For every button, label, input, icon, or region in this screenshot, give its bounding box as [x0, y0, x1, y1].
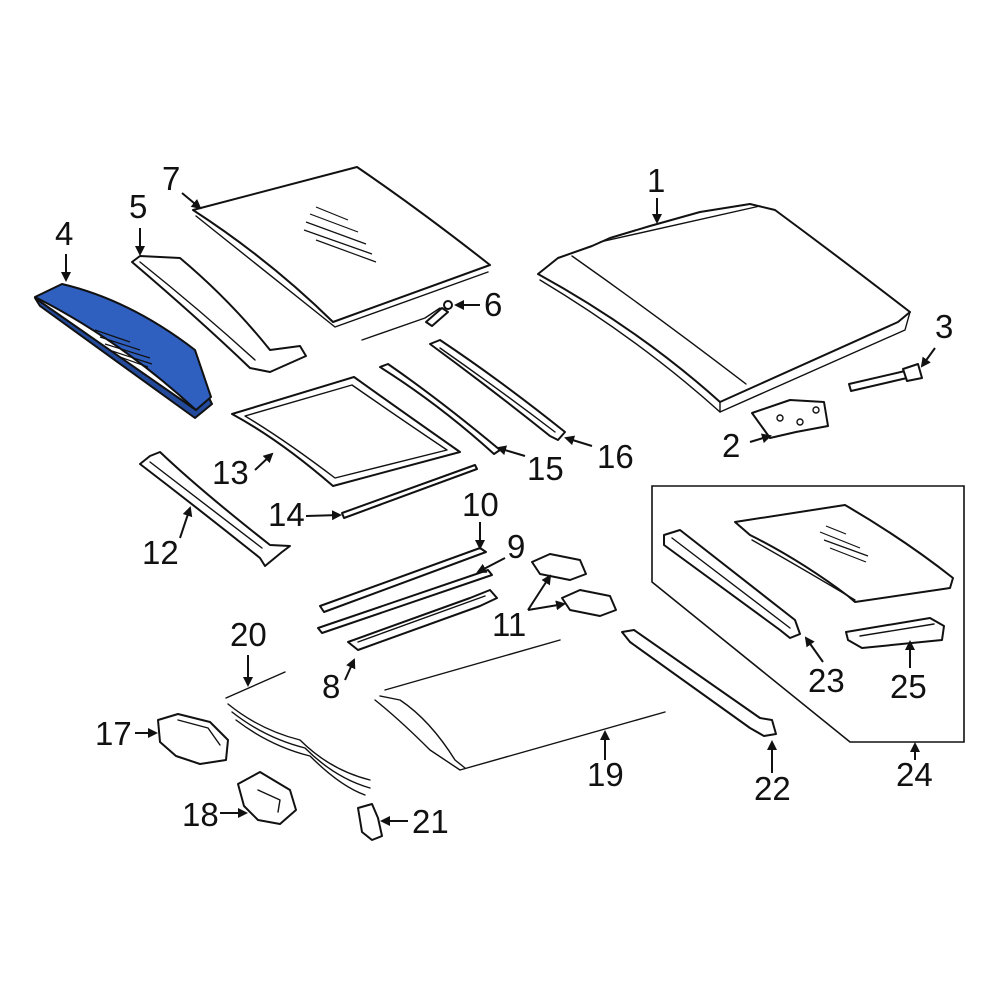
- callout-1[interactable]: 1: [647, 162, 665, 199]
- part-23-kit-rail[interactable]: [663, 529, 801, 639]
- callout-2[interactable]: 2: [722, 427, 740, 464]
- callout-23[interactable]: 23: [808, 662, 845, 699]
- callout-labels: 1 2 3 4 5 6 7 8 9 10 11 12 13 14 15 16 1…: [55, 160, 953, 840]
- part-4-highlighted[interactable]: [34, 283, 213, 419]
- part-1-roof-assembly[interactable]: [537, 203, 911, 413]
- callout-18[interactable]: 18: [182, 796, 219, 833]
- callout-25[interactable]: 25: [890, 668, 927, 705]
- part-5-rear-trim[interactable]: [131, 255, 307, 373]
- part-11-bracket-lower[interactable]: [561, 589, 617, 617]
- callout-10[interactable]: 10: [462, 486, 499, 523]
- part-6-actuator-cable[interactable]: [361, 300, 453, 341]
- part-7-glass-roof[interactable]: [192, 166, 491, 328]
- part-17-motor[interactable]: [157, 713, 229, 765]
- callout-21[interactable]: 21: [412, 803, 449, 840]
- part-10-seal-strip[interactable]: [319, 547, 487, 613]
- callout-3[interactable]: 3: [935, 308, 953, 345]
- part-19-drain-frame[interactable]: [374, 639, 666, 771]
- leader-lines: [61, 192, 936, 826]
- part-22-rail[interactable]: [621, 629, 777, 737]
- part-25-kit-cross-member[interactable]: [845, 617, 945, 649]
- glass-reflection-lines: [819, 525, 869, 563]
- callout-24[interactable]: 24: [896, 756, 933, 793]
- callout-7[interactable]: 7: [162, 160, 180, 197]
- glass-reflection-lines: [303, 206, 377, 263]
- callout-17[interactable]: 17: [95, 715, 132, 752]
- part-8-guide-rail[interactable]: [347, 589, 498, 651]
- callout-19[interactable]: 19: [587, 756, 624, 793]
- callout-20[interactable]: 20: [230, 616, 267, 653]
- part-2-hinge-bracket[interactable]: [751, 399, 829, 439]
- part-14-seal-strip[interactable]: [341, 464, 478, 519]
- callout-16[interactable]: 16: [597, 438, 634, 475]
- part-9-seal-strip[interactable]: [317, 569, 493, 634]
- part-20-cable-set[interactable]: [225, 671, 371, 796]
- part-16-side-guide[interactable]: [429, 339, 566, 441]
- kit-glass-panel[interactable]: [734, 504, 954, 603]
- callout-13[interactable]: 13: [212, 454, 249, 491]
- callout-14[interactable]: 14: [268, 496, 305, 533]
- part-13-sunroof-frame[interactable]: [231, 376, 461, 487]
- callout-8[interactable]: 8: [322, 668, 340, 705]
- part-21-clip[interactable]: [357, 803, 383, 841]
- callout-4[interactable]: 4: [55, 215, 73, 252]
- callout-5[interactable]: 5: [129, 188, 147, 225]
- part-3-drive-shaft[interactable]: [848, 363, 923, 392]
- part-18-motor-bracket[interactable]: [237, 771, 297, 825]
- part-12-front-cross-member[interactable]: [139, 451, 291, 567]
- callout-15[interactable]: 15: [527, 450, 564, 487]
- callout-22[interactable]: 22: [754, 770, 791, 807]
- callout-6[interactable]: 6: [484, 286, 502, 323]
- callout-9[interactable]: 9: [507, 528, 525, 565]
- glass-reflection-lines: [94, 329, 153, 368]
- kit-box-24: [651, 485, 965, 743]
- callout-12[interactable]: 12: [142, 534, 179, 571]
- part-11-bracket-upper[interactable]: [531, 553, 587, 581]
- callout-11[interactable]: 11: [492, 606, 526, 643]
